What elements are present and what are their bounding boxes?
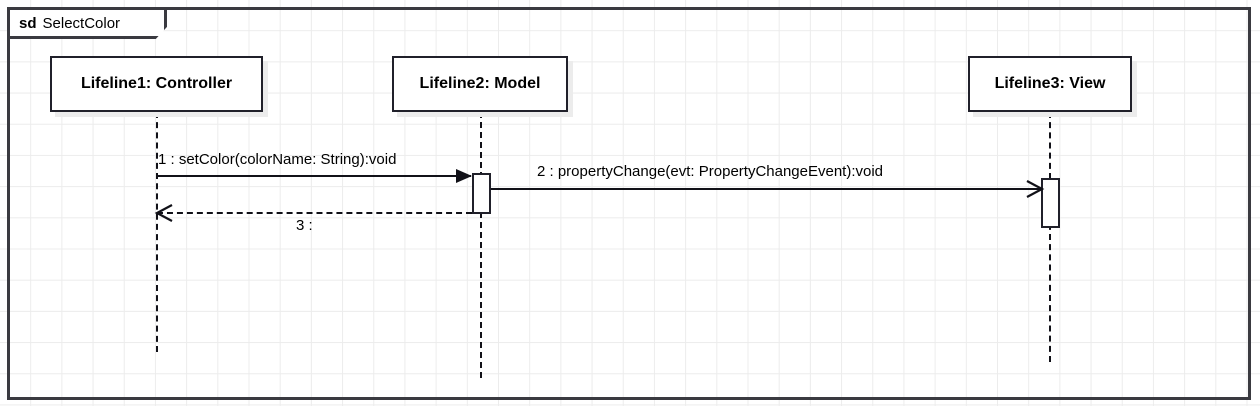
message-label-3: 3 : [296,217,313,234]
interaction-frame [7,7,1251,400]
message-line-2[interactable] [491,188,1041,190]
frame-name-label: SelectColor [42,14,121,32]
lifeline-label-lifeline2: Lifeline2: Model [419,75,541,92]
lifeline-label-lifeline1: Lifeline1: Controller [80,75,233,92]
lifeline-stem-lifeline3 [1049,112,1051,362]
message-arrowhead-2 [1026,180,1045,198]
lifeline-stem-lifeline2 [480,112,482,378]
frame-kind-label: sd [19,14,37,32]
lifeline-label-lifeline3: Lifeline3: View [994,75,1106,92]
lifeline-box-lifeline1[interactable]: Lifeline1: Controller [50,56,263,112]
message-arrowhead-3 [154,204,173,222]
message-line-3[interactable] [157,212,472,214]
message-label-2: 2 : propertyChange(evt: PropertyChangeEv… [537,163,884,180]
message-arrowhead-1 [456,169,472,183]
lifeline-box-lifeline3[interactable]: Lifeline3: View [968,56,1132,112]
message-line-1[interactable] [157,175,471,177]
lifeline-stem-lifeline1 [156,112,158,352]
activation-bar-lifeline2[interactable] [472,173,491,214]
lifeline-box-lifeline2[interactable]: Lifeline2: Model [392,56,568,112]
activation-bar-lifeline3[interactable] [1041,178,1060,228]
frame-label-tab: sd SelectColor [7,7,167,39]
message-label-1: 1 : setColor(colorName: String):void [158,151,397,168]
